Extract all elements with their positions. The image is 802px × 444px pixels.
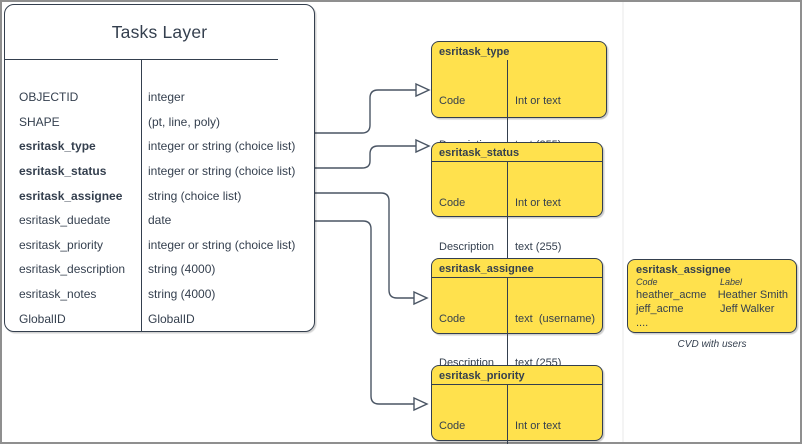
choice-table-esritask-priority: esritask_priority Code Description Int o… [431, 365, 603, 444]
field-name: esritask_priority [19, 237, 104, 252]
field-type: (pt, line, poly) [148, 114, 221, 129]
cvd-row: heather_acme Heather Smith [636, 288, 788, 302]
cell: Int or text [515, 95, 561, 107]
field-type: integer or string (choice list) [148, 139, 296, 154]
cvd-column-headers: Code Label [636, 277, 788, 288]
cvd-label: Jeff Walker [720, 303, 775, 315]
field-type: integer [148, 90, 185, 105]
field-name: GlobalID [19, 311, 66, 326]
cell: Int or text [515, 420, 561, 432]
field-row: esritask_duedate date [5, 208, 314, 233]
choice-table-esritask-type: esritask_type Code Description Int or te… [431, 41, 607, 181]
arrowhead-icon [415, 138, 431, 154]
cvd-table-title: esritask_assignee [636, 264, 731, 276]
cell: Code [439, 95, 466, 107]
cvd-col-code: Code [636, 277, 658, 287]
choice-table-body: Code Description Int or text text (255) [432, 385, 602, 444]
cvd-ellipsis: .... [636, 317, 649, 329]
field-name: esritask_description [19, 262, 126, 277]
cvd-label: Heather Smith [717, 289, 788, 301]
cell: Int or text [515, 197, 561, 209]
cell: Code [439, 420, 466, 432]
connector-esritask-priority [313, 220, 414, 405]
choice-table-body: Code Description Int or text text (255) [432, 162, 602, 283]
field-row: esritask_assignee string (choice list) [5, 183, 314, 208]
choice-table-esritask-status: esritask_status Code Description Int or … [431, 142, 603, 283]
field-type: date [148, 213, 172, 228]
field-type: integer or string (choice list) [148, 164, 296, 179]
cell: text (255) [515, 240, 562, 253]
field-row: OBJECTID integer [5, 85, 314, 110]
field-row: esritask_description string (4000) [5, 257, 314, 282]
field-name: esritask_notes [19, 287, 97, 302]
choice-table-title: esritask_priority [432, 366, 602, 385]
tasks-layer-table: Tasks Layer OBJECTID integer SHAPE (pt, … [4, 4, 315, 332]
cvd-ellipsis-row: .... [636, 316, 788, 330]
choice-table-right-column: Int or text text (255) [507, 162, 602, 283]
connector-esritask-type [313, 89, 416, 134]
cell: Code [439, 313, 466, 325]
choice-table-right-column: Int or text text (255) [507, 385, 602, 444]
cell: Description [439, 240, 495, 253]
connector-esritask-assignee [313, 192, 414, 299]
field-type: GlobalID [148, 311, 195, 326]
choice-table-esritask-assignee: esritask_assignee Code Description text … [431, 258, 603, 399]
cell: text (username) [515, 313, 596, 325]
arrowhead-icon [413, 290, 429, 306]
arrowhead-icon [413, 396, 429, 412]
cvd-row: jeff_acme Jeff Walker [636, 302, 788, 316]
choice-table-title: esritask_status [432, 143, 602, 162]
tasks-layer-title: Tasks Layer [111, 21, 208, 42]
choice-table-title: esritask_assignee [432, 259, 602, 278]
field-name: OBJECTID [19, 90, 79, 105]
field-type: string (4000) [148, 287, 216, 302]
cvd-col-label: Label [720, 277, 743, 287]
field-row: esritask_type integer or string (choice … [5, 134, 314, 159]
field-type: integer or string (choice list) [148, 237, 296, 252]
arrowhead-icon [415, 82, 431, 98]
field-name: SHAPE [19, 114, 60, 129]
field-name: esritask_assignee [19, 188, 123, 203]
field-name: esritask_duedate [19, 213, 111, 228]
field-type: string (choice list) [148, 188, 242, 203]
field-type: string (4000) [148, 262, 216, 277]
cvd-table-esritask-assignee: esritask_assignee Code Label heather_acm… [627, 259, 797, 333]
choice-table-title: esritask_type [439, 46, 510, 58]
column-divider [141, 60, 142, 331]
cvd-code: jeff_acme [636, 303, 684, 315]
field-name: esritask_status [19, 164, 107, 179]
choice-table-left-column: Code Description [432, 162, 507, 283]
field-row: SHAPE (pt, line, poly) [5, 110, 314, 135]
field-row: esritask_status integer or string (choic… [5, 159, 314, 184]
connector-esritask-status [313, 145, 416, 169]
title-divider [4, 59, 278, 60]
field-row: esritask_priority integer or string (cho… [5, 233, 314, 258]
field-row: esritask_notes string (4000) [5, 282, 314, 307]
cvd-caption: CVD with users [677, 339, 747, 350]
cvd-code: heather_acme [636, 289, 707, 301]
field-row: GlobalID GlobalID [5, 306, 314, 331]
choice-table-left-column: Code Description [432, 385, 507, 444]
field-rows: OBJECTID integer SHAPE (pt, line, poly) … [5, 85, 314, 331]
field-name: esritask_type [19, 139, 96, 154]
cell: Code [439, 197, 466, 209]
